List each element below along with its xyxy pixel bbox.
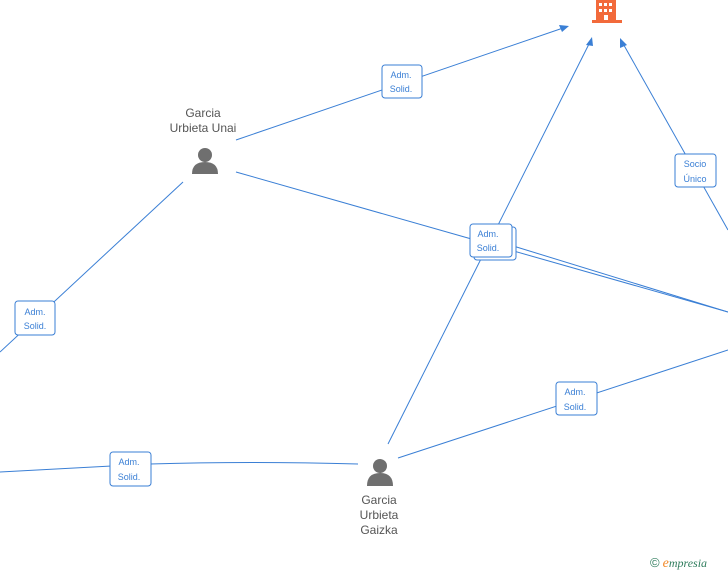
edge-label-adm-solid-left[interactable]: Adm. Solid.	[14, 300, 56, 336]
edge-label-adm-solid-right[interactable]: Adm. Solid.	[555, 381, 598, 416]
edge-right-company	[620, 39, 728, 231]
copyright-symbol: ©	[650, 555, 660, 570]
svg-text:Socio: Socio	[684, 159, 707, 169]
brand-name: mpresia	[668, 556, 708, 570]
svg-text:Adm.: Adm.	[118, 457, 139, 467]
edge-label-adm-solid-bottom[interactable]: Adm. Solid.	[109, 451, 152, 487]
svg-text:Adm.: Adm.	[564, 387, 585, 397]
svg-text:Solid.: Solid.	[390, 84, 413, 94]
svg-text:Solid.: Solid.	[564, 402, 587, 412]
svg-text:Adm.: Adm.	[477, 229, 498, 239]
edge-left-gaizka	[0, 462, 359, 473]
edge-label-adm-solid-top[interactable]: Adm. Solid.	[381, 64, 423, 99]
arrowhead-unai-company	[559, 25, 569, 32]
svg-text:Solid.: Solid.	[24, 321, 47, 331]
node-label-gaizka-line1: Garcia	[361, 493, 397, 507]
node-label-gaizka-line2: Urbieta	[360, 508, 399, 522]
node-label-unai-line1: Garcia	[185, 106, 221, 120]
arrowhead-gaizka-company	[586, 37, 593, 46]
edge-label-adm-solid-center[interactable]: Adm. Solid.	[469, 223, 517, 261]
node-label-gaizka-line3: Gaizka	[360, 523, 398, 537]
arrowhead-right-company	[620, 38, 627, 48]
edge-label-socio-unico[interactable]: Socio Único	[674, 153, 717, 188]
empresia-logo[interactable]: ©empresia	[650, 555, 707, 572]
brand-initial: e	[662, 556, 669, 571]
svg-text:Único: Único	[683, 174, 706, 184]
node-label-unai-line2: Urbieta Unai	[170, 121, 237, 135]
person-icon-gaizka[interactable]	[367, 459, 393, 486]
edge-center-right	[509, 244, 728, 313]
building-icon[interactable]	[592, 0, 622, 23]
svg-text:Adm.: Adm.	[390, 70, 411, 80]
person-icon-unai[interactable]	[192, 148, 218, 174]
svg-text:Solid.: Solid.	[118, 472, 141, 482]
svg-text:Solid.: Solid.	[477, 243, 500, 253]
svg-text:Adm.: Adm.	[24, 307, 45, 317]
